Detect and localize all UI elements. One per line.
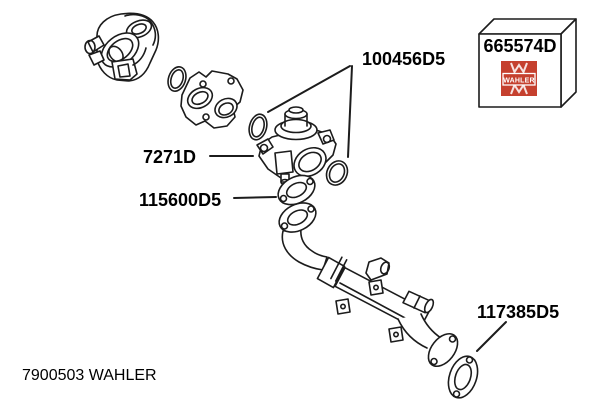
wahler-logo-text: WAHLER (503, 78, 535, 85)
wahler-logo-w-bottom (510, 82, 528, 95)
callout-line-valve-gasket (233, 196, 277, 199)
wahler-logo-band (502, 72, 536, 86)
box-part-number-label: 665574D (483, 36, 556, 56)
diagram-reference-text: 7900503 WAHLER (22, 367, 157, 384)
wahler-logo-w-top (510, 62, 528, 75)
o-ring-seal-middle (248, 113, 268, 141)
callout-line-oring-left (267, 65, 351, 113)
adapter-flange-drawing (180, 70, 244, 129)
cooler-pipe-elbow (281, 228, 328, 271)
pipe-end-flange (427, 332, 459, 368)
callout-lines (209, 65, 507, 352)
wahler-logo: WAHLER (501, 61, 537, 96)
callout-label-pipe-gasket: 117385D5 (477, 302, 559, 322)
housing-part-drawing (84, 12, 160, 82)
o-ring-seal-left (167, 66, 187, 92)
callout-line-pipe-gasket (476, 321, 507, 352)
callout-label-valve-gasket: 115600D5 (139, 190, 221, 210)
callout-line-oring-right (347, 65, 353, 158)
callout-label-oring-pair: 100456D5 (362, 49, 445, 69)
pipe-inlet-flange (278, 202, 317, 233)
callout-label-egr-valve: 7271D (143, 147, 196, 167)
valve-gasket-drawing (277, 174, 316, 206)
pipe-gasket-drawing (447, 355, 479, 399)
o-ring-seal-right (325, 160, 349, 186)
egr-cooler-tube (316, 256, 442, 349)
egr-valve-drawing (256, 106, 337, 186)
